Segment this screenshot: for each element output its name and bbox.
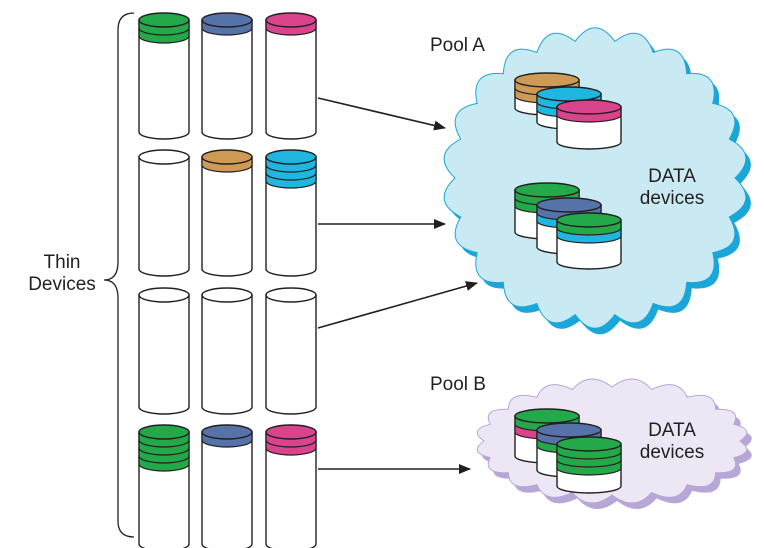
pool-b-data-devices-label: DATA devices [620,420,724,464]
thin-device-cylinder [265,287,317,415]
thin-device-cylinder [138,149,190,277]
thin-device-cylinder [201,149,253,277]
pool-b-data-device [556,436,622,494]
pool-a-data-devices-label: DATA devices [620,166,724,210]
thin-devices-label-line-2: Devices [28,274,96,295]
thin-device-cylinder [201,287,253,415]
pool-a-label: Pool A [430,35,485,56]
pool-a-data-label-line-2: devices [639,188,705,209]
thin-devices-brace [103,12,135,538]
thin-device-cylinder [138,287,190,415]
pool-a-data-device [556,212,622,270]
thin-device-cylinder [138,12,190,140]
thin-devices [138,12,317,548]
thin-device-group-2 [138,149,317,277]
thin-device-cylinder [201,424,253,548]
thin-devices-label-line-1: Thin [43,252,81,273]
thin-device-group-3 [138,287,317,415]
pool-a-data-device [556,99,622,150]
pool-b-data-label-line-1: DATA [648,420,696,441]
thin-device-cylinder [265,424,317,548]
thin-device-cylinder [265,149,317,277]
arrow-group-3-to-pool-a [317,281,478,329]
thin-device-cylinder [201,12,253,140]
pool-b-label: Pool B [430,374,486,395]
thin-device-group-4 [138,424,317,548]
allocation-arrows [317,97,478,474]
pool-a-data-devices [514,72,622,270]
arrow-group-1-to-pool-a [317,97,446,131]
thin-device-cylinder [138,424,190,548]
thin-device-group-1 [138,12,317,140]
pool-b-data-devices [514,408,622,494]
pool-a-data-label-line-1: DATA [648,166,696,187]
thin-device-cylinder [265,12,317,140]
pool-b-data-label-line-2: devices [639,442,705,463]
thin-devices-label: Thin Devices [22,252,102,296]
